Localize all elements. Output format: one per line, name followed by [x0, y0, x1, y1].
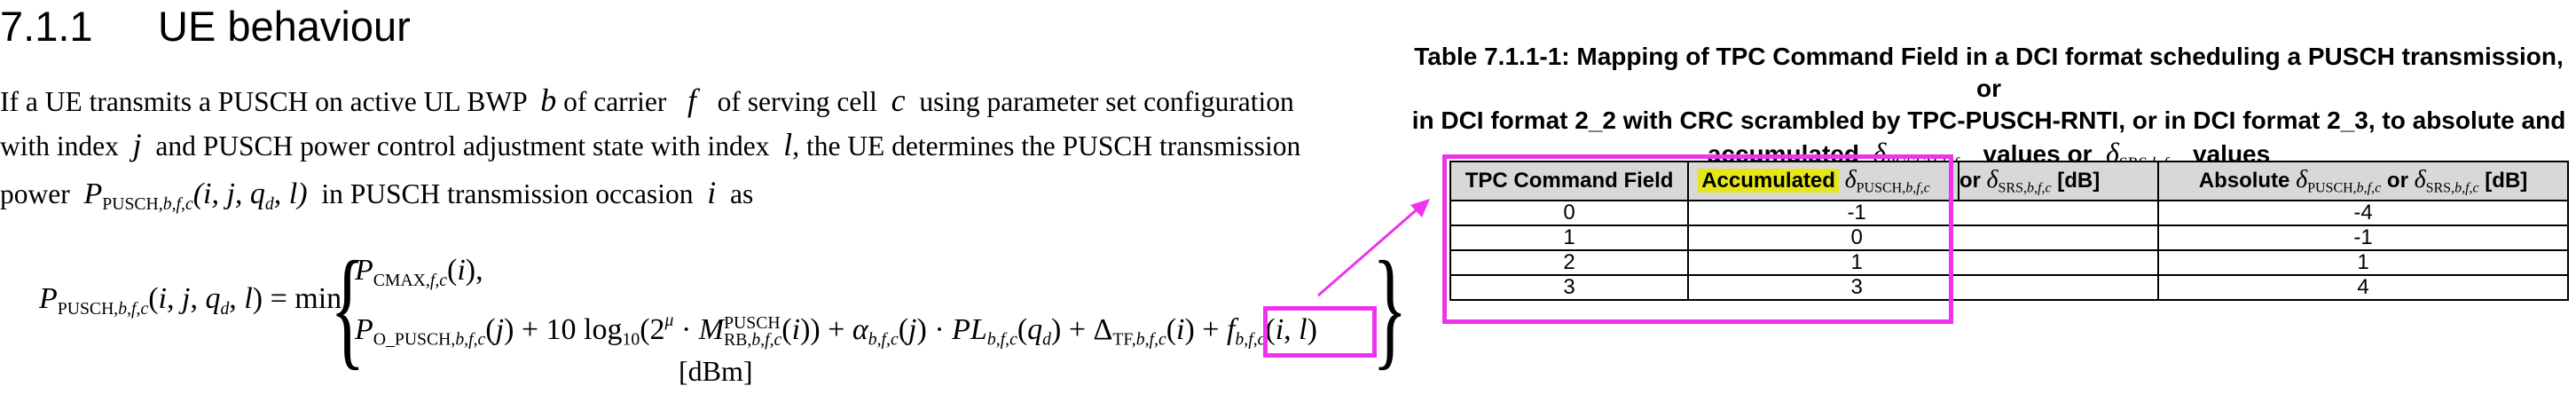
table-row: 1 0 -1 [1449, 225, 2569, 251]
cell-accumulated: 3 [1687, 274, 2160, 301]
paragraph-line-1: If a UE transmits a PUSCH on active UL B… [0, 83, 1294, 118]
symbol-b: b [540, 83, 557, 118]
cell-tpc: 0 [1449, 200, 1690, 226]
cell-absolute: 4 [2157, 274, 2569, 301]
symbol-c: c [891, 83, 906, 118]
symbol-i: i [707, 175, 717, 210]
right-brace: } [1372, 234, 1408, 382]
accumulated-highlight: Accumulated [1698, 168, 1839, 193]
equation-lhs: PPUSCH,b,f,c(i, j, qd, l) = min [39, 282, 342, 319]
header-srs: or δSRS,b,f,c [dB] [1958, 161, 2160, 201]
f-term-highlight-box [1263, 306, 1377, 358]
table-row: 0 -1 -4 [1449, 200, 2569, 226]
header-absolute: Absolute δPUSCH,b,f,c or δSRS,b,f,c [dB] [2157, 161, 2569, 201]
cell-tpc: 1 [1449, 225, 1690, 251]
header-accumulated: Accumulated δPUSCH,b,f,c [1687, 161, 1959, 201]
symbol-l: l [783, 127, 793, 162]
paragraph-line-3: power PPUSCH,b,f,c(i, j, qd, l) in PUSCH… [0, 175, 754, 214]
equation-row-2: PO_PUSCH,b,f,c(j) + 10 log10(2μ · MPUSCH… [355, 311, 1317, 350]
cell-accumulated: -1 [1687, 200, 2160, 226]
cell-accumulated: 0 [1687, 225, 2160, 251]
section-title: UE behaviour [158, 3, 411, 50]
paragraph-line-2: with index j and PUSCH power control adj… [0, 127, 1301, 162]
tpc-mapping-table: TPC Command Field Accumulated δPUSCH,b,f… [1449, 161, 2569, 301]
pusch-power-symbol: PPUSCH,b,f,c(i, j, qd, l) [83, 177, 308, 214]
cell-absolute: -4 [2157, 200, 2569, 226]
table-row: 3 3 4 [1449, 274, 2569, 301]
symbol-j: j [132, 127, 142, 162]
min-operator: min [295, 282, 342, 315]
symbol-f: f [687, 83, 697, 118]
cell-absolute: -1 [2157, 225, 2569, 251]
header-tpc-command-field: TPC Command Field [1449, 161, 1690, 201]
table-header-row: TPC Command Field Accumulated δPUSCH,b,f… [1449, 161, 2569, 201]
section-heading: 7.1.1 UE behaviour [0, 2, 411, 51]
cell-absolute: 1 [2157, 249, 2569, 276]
cell-tpc: 2 [1449, 249, 1690, 276]
cell-accumulated: 1 [1687, 249, 2160, 276]
section-number: 7.1.1 [0, 3, 93, 50]
table-row: 2 1 1 [1449, 249, 2569, 276]
accumulated-column-highlight-box [1442, 154, 1953, 324]
left-brace: { [330, 234, 365, 382]
cell-tpc: 3 [1449, 274, 1690, 301]
equation-row-1: PCMAX,f,c(i), [355, 254, 483, 290]
unit-dbm: [dBm] [679, 355, 753, 387]
